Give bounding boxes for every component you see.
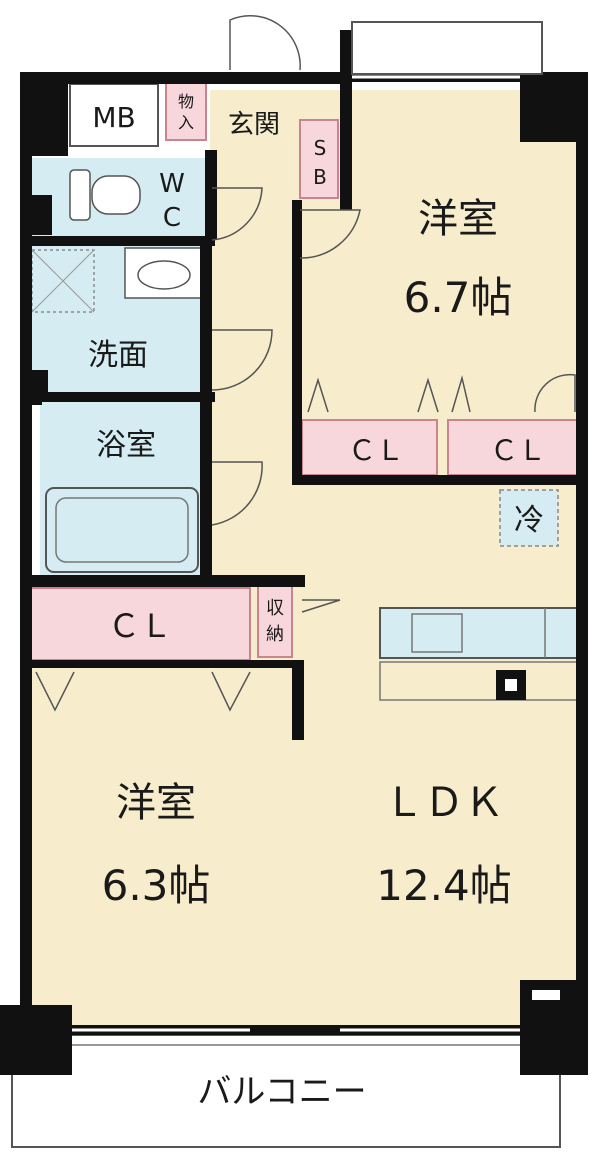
walls: [0, 30, 588, 1075]
fridge-label: 冷: [514, 503, 544, 538]
closet-mid-box: [301, 419, 438, 476]
western-bottom-size: 6.3帖: [102, 861, 211, 910]
closet-right-box: [447, 419, 585, 476]
closet-left-label: ＣＬ: [108, 607, 172, 645]
closet-left-box: [29, 587, 251, 661]
storage-ldk-box: [257, 584, 293, 658]
closet-right-label: ＣＬ: [490, 434, 546, 467]
bathtub-inner: [55, 497, 189, 563]
front-door-canopy: [351, 21, 543, 75]
washer-cross-2: [31, 249, 95, 313]
kitchen-sink: [411, 613, 463, 653]
kitchen-counter: [379, 607, 585, 659]
storage-entry-label-2: 入: [178, 113, 194, 132]
storage-ldk-label-1: 収: [266, 598, 284, 619]
shoe-box-label-2: B: [313, 165, 327, 189]
western-top-size: 6.7帖: [404, 273, 513, 322]
shoe-box-box: [299, 119, 339, 199]
entrance-label: 玄関: [228, 110, 280, 140]
meter-box-area: [69, 83, 159, 147]
fridge-box: [499, 489, 559, 547]
balcony-label: バルコニー: [197, 1072, 366, 1112]
toilet-tank: [69, 169, 91, 221]
closet-mid-label: ＣＬ: [348, 434, 404, 467]
kitchen-column-inner: [505, 679, 517, 691]
western-top-name: 洋室: [418, 196, 498, 242]
storage-entry-label-1: 物: [178, 92, 194, 111]
wall-slot: [532, 990, 560, 1000]
washroom-label: 洗面: [88, 338, 148, 373]
toilet-label-1: W: [159, 169, 185, 199]
shoe-box-label-1: S: [314, 136, 327, 160]
bathtub: [45, 487, 199, 573]
storage-entry-box: [165, 81, 207, 141]
door-swings: [35, 15, 576, 712]
bath-label: 浴室: [96, 428, 156, 463]
balcony-area: [11, 1034, 561, 1148]
western-bottom-name: 洋室: [116, 780, 196, 826]
ldk-size: 12.4帖: [376, 861, 512, 910]
entrance-floor: [210, 90, 300, 155]
vanity-basin: [137, 260, 191, 290]
toilet-bowl: [91, 175, 141, 215]
vanity: [124, 247, 204, 299]
storage-ldk-label-2: 納: [266, 624, 284, 645]
meter-box-label: MB: [92, 101, 135, 134]
ldk-name: ＬＤＫ: [384, 780, 504, 826]
toilet-label-2: C: [163, 203, 181, 233]
western-bottom-floor: [30, 660, 300, 1030]
